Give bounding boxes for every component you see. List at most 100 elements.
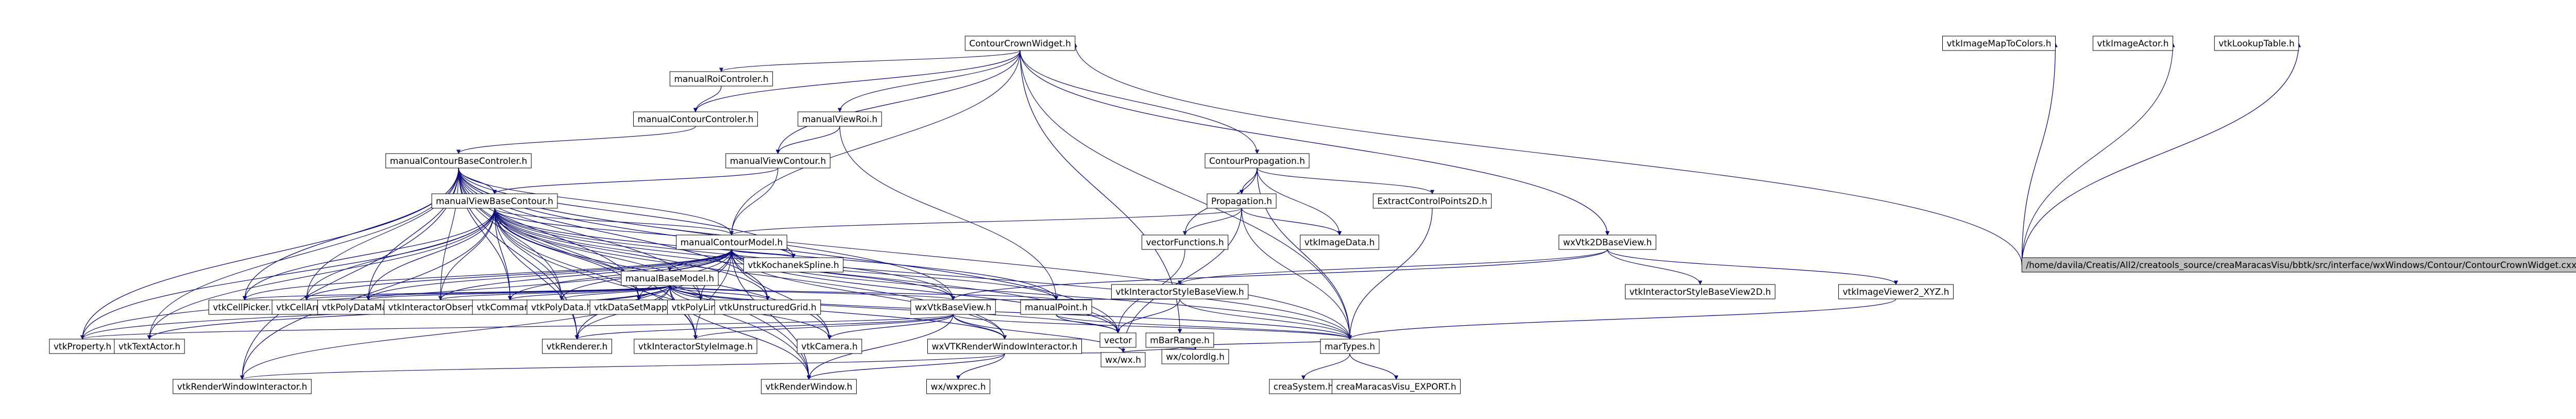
node-manualViewContour[interactable]: manualViewContour.h [725,153,831,169]
node-manualContourModel[interactable]: manualContourModel.h [676,234,787,250]
edge-manualContourModel-to-vtkCellArray [304,249,732,300]
edge-wxVtkBaseView-to-marTypes [953,314,1352,340]
edge-manualBaseModel-to-manualPoint [669,285,1058,300]
edge-ccw-to-manualViewContour [775,50,1021,154]
node-vtkImageActor[interactable]: vtkImageActor.h [2092,36,2174,51]
node-root[interactable]: /home/davila/Creatis/All2/creatools_sour… [2021,257,2576,273]
node-box [2021,257,2576,273]
node-vtkTextActor[interactable]: vtkTextActor.h [114,339,185,354]
edge-manualContourModel-to-vtkCommand [507,249,732,300]
node-creaSystem[interactable]: creaSystem.h [1269,379,1338,394]
node-vtkRenderer[interactable]: vtkRenderer.h [542,339,612,354]
node-box [1372,193,1492,209]
edge-manualViewBaseContour-to-vtkInteractorObserver [438,208,495,300]
edge-root-to-vtkLookupTable [2021,43,2301,265]
node-wxVtk2DBaseView[interactable]: wxVtk2DBaseView.h [1558,234,1656,250]
node-box [208,299,281,315]
node-Propagation[interactable]: Propagation.h [1207,193,1277,209]
edge-manualViewRoi-to-manualViewContour [775,126,840,154]
edge-manualPoint-to-vector [1056,314,1121,333]
edge-Propagation-to-wxwx [1121,208,1242,353]
edge-wxVtk2DBaseView-to-vtkInteractorStyleBaseView [1177,249,1608,285]
edge-manualContourModel-to-vtkRenderer [574,249,732,340]
node-box [761,379,857,394]
node-box [633,111,758,127]
node-manualPoint[interactable]: manualPoint.h [1020,299,1092,315]
node-box [964,36,1076,51]
edge-manualBaseModel-to-vtkUnstructuredGrid [669,285,770,300]
node-wxprec[interactable]: wx/wxprec.h [926,379,991,394]
node-vtkImageViewer2_XYZ[interactable]: vtkImageViewer2_XYZ.h [1838,284,1954,299]
node-box [796,339,862,354]
node-box [1300,234,1379,250]
edge-manualPoint-to-marTypes [1056,314,1352,340]
node-label: wx/colordlg.h [1166,352,1225,362]
node-vtkLookupTable[interactable]: vtkLookupTable.h [2214,36,2299,51]
edge-mBarRange-to-wxwx [1121,347,1180,353]
edge-wxVtkBaseView-to-vtkRenderWindow [806,314,954,380]
node-box [1838,284,1954,299]
node-vectorFunctions[interactable]: vectorFunctions.h [1141,234,1229,250]
edge-manualContourBaseControler-to-manualContourModel [458,167,734,236]
node-label: vtkTextActor.h [118,342,180,352]
node-vtkInteractorStyleImage[interactable]: vtkInteractorStyleImage.h [634,339,757,354]
node-vtkProperty[interactable]: vtkProperty.h [49,339,116,354]
edge-wxVtk2DBaseView-to-vtkImageViewer2_XYZ [1607,249,1899,285]
node-label: ContourPropagation.h [1209,156,1305,166]
node-box [927,339,1082,354]
node-vtkCellPicker[interactable]: vtkCellPicker.h [208,299,281,315]
edge-manualBaseModel-to-vtkPolyData [559,285,670,300]
node-manualContourBaseControler[interactable]: manualContourBaseControler.h [385,153,532,169]
node-vtkImageData[interactable]: vtkImageData.h [1300,234,1379,250]
edge-wxVtkBaseView-to-vtkProperty [80,314,954,340]
node-vector[interactable]: vector [1099,332,1137,348]
node-label: vtkImageActor.h [2097,39,2168,49]
node-vtkInteractorStyleBaseView[interactable]: vtkInteractorStyleBaseView.h [1111,284,1249,299]
node-vtkUnstructuredGrid[interactable]: vtkUnstructuredGrid.h [714,299,821,315]
node-wxcolordlg[interactable]: wx/colordlg.h [1161,349,1229,364]
node-marTypes[interactable]: marTypes.h [1320,339,1380,354]
node-box [714,299,821,315]
node-label: manualBaseModel.h [625,274,714,284]
node-wxVTKRenderWindowInteractor[interactable]: wxVTKRenderWindowInteractor.h [927,339,1082,354]
node-wxwx[interactable]: wx/wx.h [1100,352,1146,367]
edge-wxVTKRenderWindowInteractor-to-vtkRenderWindow [806,353,1005,380]
edge-ContourPropagation-to-Propagation [1239,167,1258,194]
node-label: vtkCellPicker.h [213,303,277,313]
node-box [2214,36,2299,51]
node-vtkKochanekSpline[interactable]: vtkKochanekSpline.h [743,257,844,273]
node-vtkInteractorStyleBaseView2D[interactable]: vtkInteractorStyleBaseView2D.h [1625,284,1775,299]
node-vtkPolyData[interactable]: vtkPolyData.h [527,299,597,315]
edge-ccw-to-mBarRange [1020,50,1182,333]
node-label: vector [1104,336,1132,346]
node-manualContourControler[interactable]: manualContourControler.h [633,111,758,127]
node-manualViewBaseContour[interactable]: manualViewBaseContour.h [431,193,558,209]
edge-Propagation-to-manualContourModel [730,208,1242,236]
node-vtkRenderWindow[interactable]: vtkRenderWindow.h [761,379,857,394]
node-manualViewRoi[interactable]: manualViewRoi.h [798,111,882,127]
edge-manualContourModel-to-vtkCamera [731,249,832,340]
node-box [1099,332,1137,348]
node-box [1625,284,1775,299]
node-manualRoiControler[interactable]: manualRoiControler.h [669,71,773,87]
node-ContourPropagation[interactable]: ContourPropagation.h [1205,153,1310,169]
edge-manualBaseModel-to-vector [669,285,1121,333]
node-ExtractControlPoints2D[interactable]: ExtractControlPoints2D.h [1372,193,1492,209]
node-creaMaracasVisuExport[interactable]: creaMaracasVisu_EXPORT.h [1331,379,1461,394]
node-wxVtkBaseView[interactable]: wxVtkBaseView.h [910,299,996,315]
node-box [2092,36,2174,51]
node-label: manualViewRoi.h [802,114,877,125]
node-manualBaseModel[interactable]: manualBaseModel.h [621,271,719,286]
node-vtkRenderWindowInteractor[interactable]: vtkRenderWindowInteractor.h [173,379,312,394]
edge-Propagation-to-vtkImageData [1241,208,1342,236]
node-label: wxVtk2DBaseView.h [1563,238,1652,248]
node-ccw[interactable]: ContourCrownWidget.h [964,36,1076,51]
node-vtkCamera[interactable]: vtkCamera.h [796,339,862,354]
node-box [1020,299,1092,315]
edge-ExtractControlPoints2D-to-marTypes [1347,208,1433,340]
node-mBarRange[interactable]: mBarRange.h [1145,332,1214,348]
edge-manualViewBaseContour-to-vtkProperty [80,208,495,340]
node-label: marTypes.h [1325,342,1375,352]
node-label: creaSystem.h [1274,382,1333,392]
node-vtkImageMapToColors[interactable]: vtkImageMapToColors.h [1942,36,2056,51]
